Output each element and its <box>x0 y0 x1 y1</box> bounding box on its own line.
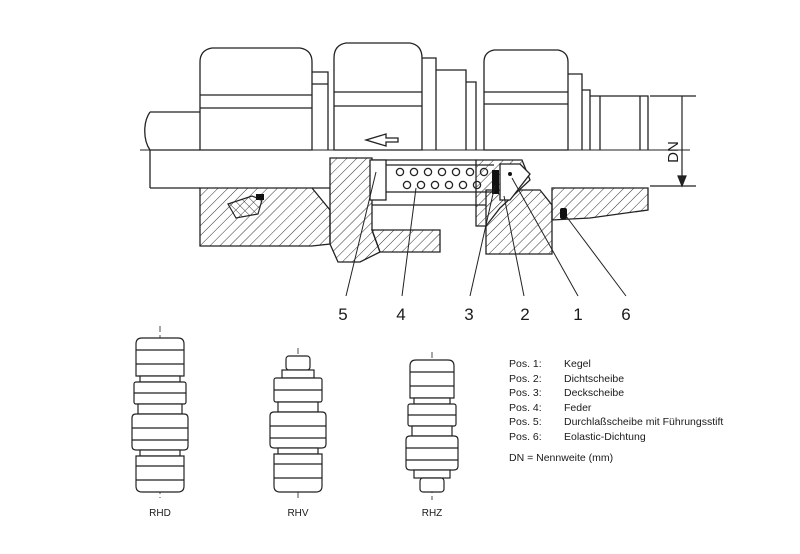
cone <box>499 163 531 201</box>
legend-pos: Pos. 3: <box>509 387 542 400</box>
legend-pos: Pos. 5: <box>509 416 542 429</box>
left-fitting-section <box>199 187 331 247</box>
legend-text: Feder <box>564 401 592 414</box>
variant-rhd <box>131 326 189 498</box>
main-section-view <box>140 42 690 263</box>
legend-row: Pos. 1: Kegel <box>509 357 723 372</box>
callout-3: 3 <box>464 305 473 324</box>
spring <box>386 164 494 193</box>
dn-dimension <box>650 95 696 188</box>
seal-ring-left <box>256 194 264 200</box>
variant-rhz-label: RHZ <box>422 508 443 519</box>
right-stud <box>568 73 649 150</box>
legend-row: Pos. 4: Feder <box>509 401 723 416</box>
left-pipe <box>144 111 200 151</box>
variant-rhv-label: RHV <box>287 508 308 519</box>
callout-5: 5 <box>338 305 347 324</box>
cone-dot <box>508 172 512 176</box>
flow-disc <box>369 159 387 201</box>
legend-row: Pos. 5: Durchlaßscheibe mit Führungsstif… <box>509 415 723 430</box>
center-body <box>333 42 477 151</box>
eolastic-seal <box>560 208 567 219</box>
leader-lines <box>345 171 627 297</box>
right-stud-section <box>551 187 649 221</box>
dn-note: DN = Nennweite (mm) <box>509 451 614 464</box>
cover-disc <box>492 170 499 194</box>
variant-rhd-label: RHD <box>149 508 171 519</box>
callout-4: 4 <box>396 305 405 324</box>
legend-text: Durchlaßscheibe mit Führungsstift <box>564 416 724 429</box>
legend-pos: Pos. 1: <box>509 358 542 370</box>
legend-text: Kegel <box>564 358 591 370</box>
cutting-ring <box>227 195 263 219</box>
callout-6: 6 <box>621 305 630 324</box>
legend-row: Pos. 6: Eolastic-Dichtung <box>509 430 723 445</box>
variant-rhv <box>269 348 327 498</box>
legend-pos: Pos. 4: <box>509 401 542 414</box>
body-section-lower <box>371 229 441 253</box>
position-legend: Pos. 1: Kegel Pos. 2: Dichtscheibe Pos. … <box>509 357 723 465</box>
legend-row: Pos. 3: Deckscheibe <box>509 386 723 401</box>
right-nut <box>483 49 569 151</box>
legend-row: Pos. 2: Dichtscheibe <box>509 372 723 387</box>
variant-rhz <box>405 352 459 500</box>
legend-text: Eolastic-Dichtung <box>564 430 646 443</box>
legend-text: Dichtscheibe <box>564 372 625 385</box>
legend-text: Deckscheibe <box>564 387 625 400</box>
flow-arrow-icon <box>363 133 399 147</box>
left-nut <box>199 47 329 151</box>
legend-pos: Pos. 6: <box>509 430 542 443</box>
callout-1: 1 <box>573 305 582 324</box>
dn-label: DN <box>665 141 682 163</box>
callout-2: 2 <box>520 305 529 324</box>
legend-pos: Pos. 2: <box>509 372 542 385</box>
